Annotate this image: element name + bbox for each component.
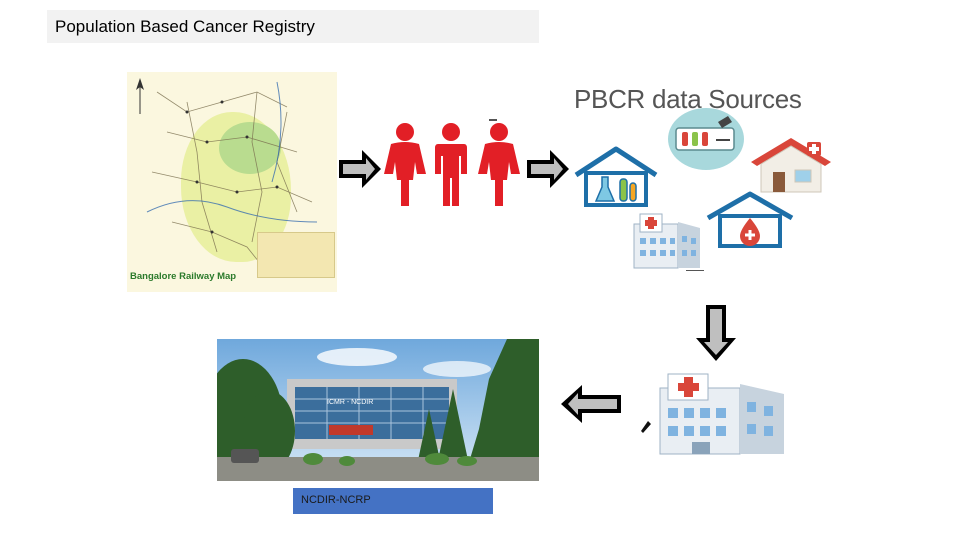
down-arrow-icon	[695, 304, 737, 362]
photo-caption-box: NCDIR-NCRP	[293, 488, 493, 514]
lab-house-icon	[572, 145, 660, 212]
page-title: Population Based Cancer Registry	[55, 17, 315, 36]
right-arrow-icon	[526, 149, 570, 189]
hospital-building-icon	[652, 364, 792, 461]
left-arrow-icon	[560, 384, 622, 424]
map-legend	[257, 232, 335, 278]
pencil-mark-icon	[641, 420, 651, 433]
map-lines	[146, 81, 318, 273]
north-arrow-icon	[136, 78, 144, 114]
right-arrow-icon	[338, 149, 382, 189]
person-icon	[478, 123, 520, 206]
photo-caption: NCDIR-NCRP	[301, 494, 371, 506]
divider-mark	[489, 119, 497, 121]
population-group	[383, 122, 523, 212]
divider-mark	[686, 270, 704, 271]
person-icon	[435, 123, 467, 206]
title-bar: Population Based Cancer Registry	[47, 10, 539, 43]
clinic-house-icon	[749, 136, 833, 201]
map-urban-area	[219, 122, 281, 174]
icmr-building-photo: ICMR - NCDIR	[217, 339, 539, 481]
lab-tubes-icon	[666, 106, 746, 177]
building-sign: ICMR - NCDIR	[327, 399, 374, 406]
map-caption: Bangalore Railway Map	[130, 271, 237, 282]
hospital-building-icon	[630, 208, 704, 275]
region-map: Bangalore Railway Map	[127, 72, 337, 292]
blood-drop-house-icon	[704, 190, 796, 253]
person-icon	[384, 123, 426, 206]
sources-heading: PBCR data Sources	[574, 84, 802, 114]
